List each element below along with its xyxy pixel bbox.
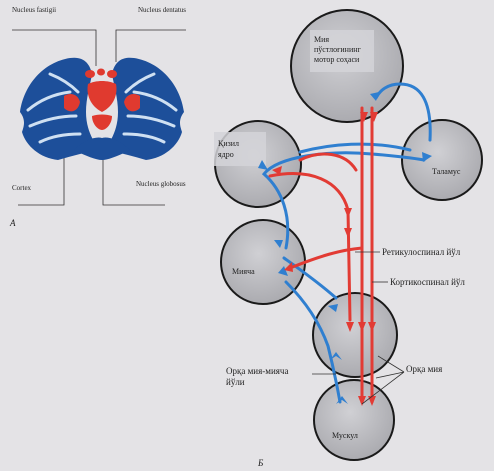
- arrow-cortex-out-2: [370, 112, 378, 122]
- label-box-motor-cortex: [310, 30, 374, 72]
- arrow-muscle-up-2: [330, 352, 342, 360]
- arrow-spinal-3: [368, 322, 376, 332]
- label-nucleus-globosus: Nucleus globosus: [136, 180, 186, 188]
- node-cerebellum-label: Мияча: [232, 267, 255, 276]
- leader-dentatus: [115, 29, 186, 62]
- efferent-arrowheads: [272, 112, 378, 406]
- red-nucleus-line-1: Қизил: [218, 139, 239, 148]
- arrow-red-nucleus-in-red: [272, 166, 282, 175]
- arrow-cerebellum-in-1: [274, 240, 283, 248]
- label-box-red-nucleus: [214, 132, 266, 166]
- arrow-descend-1: [344, 208, 352, 218]
- arrow-cerebellum-red: [284, 262, 293, 272]
- node-cerebellum-circle: [220, 219, 306, 305]
- panel-b: Мия пўстлоғининг мотор соҳаси Қизил ядро…: [214, 9, 483, 468]
- afferent-pathways: [261, 82, 432, 404]
- node-red-nucleus-label: Қизил ядро: [218, 139, 241, 159]
- arrow-muscle-1: [358, 396, 366, 406]
- panel-b-letter: Б: [257, 458, 264, 468]
- label-nucleus-dentatus: Nucleus dentatus: [138, 6, 186, 14]
- path-cerebellum-to-thalamus-upper: [298, 142, 412, 154]
- arrow-spinal-in: [328, 304, 338, 312]
- path-cerebellum-to-red-nucleus: [288, 246, 364, 270]
- node-muscle-label: Мускул: [332, 431, 358, 440]
- efferent-pathways: [268, 106, 374, 404]
- path-red-loop: [298, 152, 358, 172]
- node-motor-cortex-label: Мия пўстлоғининг мотор соҳаси: [314, 35, 363, 64]
- path-red-nucleus-to-spinal: [268, 172, 352, 322]
- path-spinocerebellar-upper: [282, 256, 338, 300]
- label-spinocerebellar: Орқа мия-мияча йўли: [226, 366, 291, 387]
- arrow-cortex-out: [360, 112, 368, 122]
- arrow-red-nucleus-in: [258, 160, 268, 170]
- label-corticospinal: Кортикоспинал йўл: [390, 277, 465, 287]
- label-cortex: Cortex: [12, 184, 32, 192]
- leader-cortex: [18, 155, 65, 206]
- label-reticulospinal: Ретикулоспинал йўл: [382, 247, 461, 257]
- leader-fastigii: [12, 29, 97, 66]
- deep-nuclei-shapes: [64, 68, 140, 130]
- arrow-spinal-1: [346, 322, 354, 332]
- leader-spinal-cord: [361, 355, 405, 405]
- label-spinal-cord: Орқа мия: [406, 364, 442, 374]
- leader-globosus: [102, 150, 165, 206]
- panel-a-letter: А: [9, 218, 16, 228]
- path-muscle-to-cerebellum: [284, 280, 342, 404]
- arrow-muscle-up-1: [336, 396, 348, 404]
- red-nucleus-line-2: ядро: [218, 150, 234, 159]
- afferent-arrowheads: [258, 92, 432, 404]
- motor-cortex-line-2: пўстлоғининг: [314, 45, 362, 54]
- arrow-spinal-2: [358, 322, 366, 332]
- spinocerebellar-line-1: Орқа мия-мияча: [226, 366, 288, 376]
- label-nucleus-fastigii: Nucleus fastigii: [12, 6, 56, 14]
- node-thalamus-label: Таламус: [432, 167, 461, 176]
- node-muscle-circle: [313, 379, 395, 461]
- cerebellar-cortex-shape: [20, 57, 184, 160]
- path-thalamus-to-cortex: [374, 82, 432, 142]
- arrow-muscle-2: [368, 396, 376, 406]
- node-thalamus-circle: [401, 119, 483, 201]
- spinocerebellar-line-2: йўли: [226, 377, 245, 387]
- arrow-cortex-in: [370, 92, 379, 101]
- path-cerebellum-to-red-nucleus-thalamus: [261, 151, 426, 250]
- arrow-thalamus-in: [422, 152, 432, 162]
- node-spinal-cord-circle: [312, 292, 398, 378]
- arrow-cerebellum-in-2: [278, 266, 288, 276]
- motor-cortex-line-1: Мия: [314, 35, 329, 44]
- panel-a: Nucleus fastigii Nucleus dentatus Cortex…: [9, 6, 186, 228]
- motor-cortex-line-3: мотор соҳаси: [314, 55, 360, 64]
- arrow-descend-2: [344, 228, 352, 238]
